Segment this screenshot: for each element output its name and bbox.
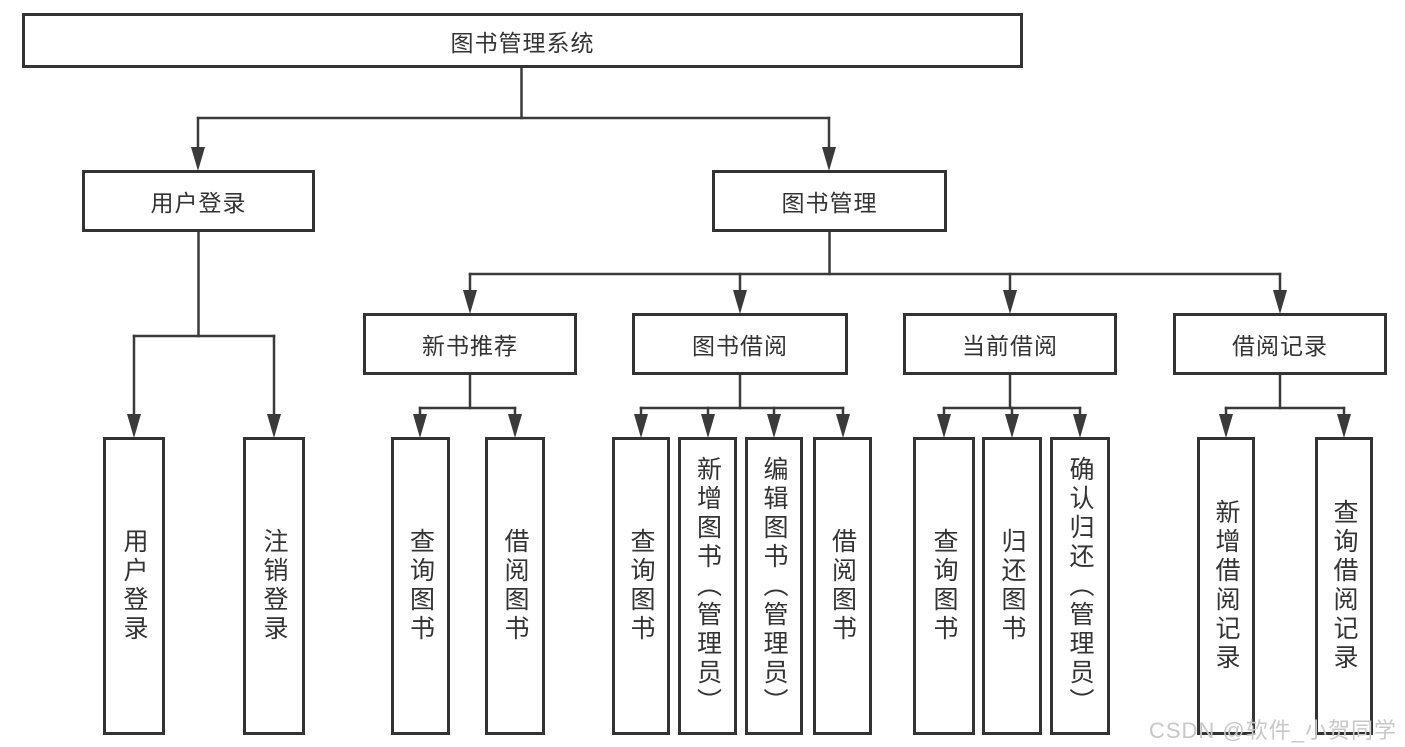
leaf-newrec-query-books: 查询图书 xyxy=(391,437,450,735)
arrowhead xyxy=(937,414,951,438)
node-book-borrow: 图书借阅 xyxy=(632,313,848,375)
arrowhead xyxy=(1273,290,1287,314)
node-new-rec: 新书推荐 xyxy=(363,313,577,375)
arrowhead xyxy=(1003,290,1017,314)
leaf-newrec-borrow-books-label: 借阅图书 xyxy=(501,528,529,644)
arrowhead xyxy=(413,414,427,438)
connector-borrow-records-children xyxy=(1219,373,1351,438)
leaf-logout: 注销登录 xyxy=(243,437,305,735)
node-book-borrow-label: 图书借阅 xyxy=(692,333,788,359)
arrowhead xyxy=(733,290,747,314)
node-root-label: 图书管理系统 xyxy=(450,29,595,56)
arrowhead xyxy=(1337,414,1351,438)
leaf-current-query-books: 查询图书 xyxy=(913,437,975,735)
leaf-newrec-query-books-label: 查询图书 xyxy=(406,528,435,644)
connector-user-login-children xyxy=(127,230,281,438)
leaf-current-confirm-return-admin: 确认归还（管理员） xyxy=(1050,437,1110,735)
node-book-mgmt-label: 图书管理 xyxy=(781,190,878,216)
arrowhead xyxy=(463,290,477,314)
node-user-login: 用户登录 xyxy=(82,170,315,232)
leaf-logout-label: 注销登录 xyxy=(260,528,288,644)
leaf-borrow-edit-books-admin: 编辑图书（管理员） xyxy=(745,437,803,735)
arrowhead xyxy=(508,414,522,438)
leaf-borrow-query-books-label: 查询图书 xyxy=(627,528,655,644)
node-new-rec-label: 新书推荐 xyxy=(422,333,518,359)
leaf-newrec-borrow-books: 借阅图书 xyxy=(485,437,545,735)
arrowhead xyxy=(836,414,850,438)
leaf-records-query-record: 查询借阅记录 xyxy=(1315,437,1373,735)
arrowhead xyxy=(701,414,715,438)
node-root: 图书管理系统 xyxy=(22,13,1023,68)
leaf-current-return-books: 归还图书 xyxy=(982,437,1042,735)
leaf-current-confirm-return-admin-label: 确认归还（管理员） xyxy=(1066,455,1094,717)
arrowhead xyxy=(1005,414,1019,438)
node-borrow-records-label: 借阅记录 xyxy=(1232,333,1328,359)
node-book-mgmt: 图书管理 xyxy=(712,170,947,232)
leaf-borrow-query-books: 查询图书 xyxy=(612,437,670,735)
leaf-borrow-add-books-admin-label: 新增图书（管理员） xyxy=(693,455,722,717)
leaf-records-query-record-label: 查询借阅记录 xyxy=(1330,499,1358,673)
arrowhead xyxy=(1073,414,1087,438)
node-user-login-label: 用户登录 xyxy=(150,190,247,216)
connector-current-borrow-children xyxy=(937,373,1087,438)
connector-book-borrow-children xyxy=(634,373,850,438)
arrowhead xyxy=(767,414,781,438)
connector-book-mgmt-children xyxy=(463,230,1287,314)
leaf-borrow-edit-books-admin-label: 编辑图书（管理员） xyxy=(760,455,788,717)
connector-root-to-level2 xyxy=(191,66,836,171)
arrowhead xyxy=(822,147,836,171)
leaf-borrow-borrow-books: 借阅图书 xyxy=(813,437,872,735)
node-current-borrow-label: 当前借阅 xyxy=(962,333,1058,359)
leaf-records-add-record: 新增借阅记录 xyxy=(1197,437,1255,735)
arrowhead xyxy=(127,414,141,438)
csdn-watermark: CSDN @软件_小贺同学 xyxy=(1148,718,1397,743)
leaf-user-login-label: 用户登录 xyxy=(120,528,148,644)
arrowhead xyxy=(1219,414,1233,438)
leaf-user-login: 用户登录 xyxy=(103,437,165,735)
leaf-current-query-books-label: 查询图书 xyxy=(930,528,958,644)
arrowhead xyxy=(634,414,648,438)
connector-new-rec-children xyxy=(413,373,522,438)
leaf-borrow-add-books-admin: 新增图书（管理员） xyxy=(678,437,737,735)
leaf-records-add-record-label: 新增借阅记录 xyxy=(1212,499,1240,673)
leaf-borrow-borrow-books-label: 借阅图书 xyxy=(828,528,857,644)
node-current-borrow: 当前借阅 xyxy=(903,313,1117,375)
arrowhead xyxy=(191,147,205,171)
arrowhead xyxy=(267,414,281,438)
leaf-current-return-books-label: 归还图书 xyxy=(998,528,1026,644)
node-borrow-records: 借阅记录 xyxy=(1173,313,1387,375)
